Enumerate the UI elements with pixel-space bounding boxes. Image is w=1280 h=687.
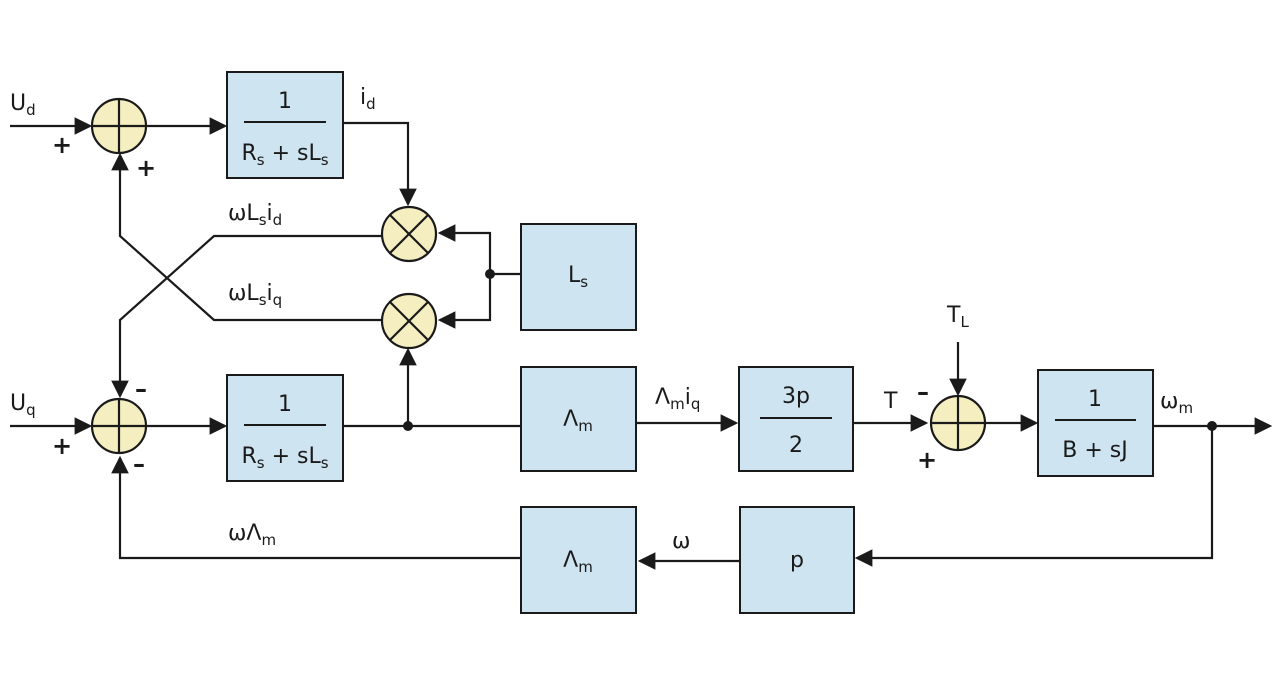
signal-wm-label: ωm: [1160, 389, 1193, 417]
block-d-axis-denominator: Rs + sLs: [241, 141, 328, 169]
wire-ls-to-lower-mult: [437, 274, 492, 329]
circle-times-icon: [380, 292, 438, 350]
block-lambda-m-top: Λm: [520, 366, 637, 472]
block-d-axis: 1 Rs + sLs: [226, 71, 344, 179]
junction-dot-wm: [1207, 421, 1217, 431]
junction-dot-iq: [403, 421, 413, 431]
block-p: p: [739, 506, 855, 614]
sign-sum-d-left: +: [52, 131, 72, 159]
circle-plus-icon: [90, 97, 148, 155]
block-mechanical: 1 B + sJ: [1037, 369, 1154, 477]
wire-wlsiq-cross: [111, 152, 382, 322]
block-q-axis-denominator: Rs + sLs: [241, 444, 328, 472]
input-ud-label: Ud: [10, 91, 36, 119]
block-three-p-numerator: 3p: [782, 384, 810, 409]
block-lambda-m-bottom-label: Λm: [563, 548, 593, 576]
sign-sum-q-top: –: [135, 375, 147, 403]
wire-id-to-mult: [344, 121, 417, 207]
block-mech-denominator: B + sJ: [1062, 438, 1127, 463]
block-three-p-over-2: 3p 2: [738, 366, 854, 472]
block-ls: Ls: [520, 223, 637, 331]
sign-sum-t-left: –: [917, 378, 929, 406]
summing-junction-q: [90, 397, 148, 455]
sign-sum-q-left: +: [52, 432, 72, 460]
sign-sum-q-bottom: –: [133, 450, 145, 478]
block-q-axis-numerator: 1: [278, 392, 292, 417]
signal-torque-label: T: [883, 389, 898, 414]
signal-wlm-label: ωΛm: [228, 521, 276, 549]
wire-backemf: [111, 455, 521, 560]
block-d-axis-numerator: 1: [278, 89, 292, 114]
summing-junction-d: [90, 97, 148, 155]
block-three-p-denominator: 2: [789, 433, 803, 458]
summing-junction-torque: [929, 394, 987, 452]
circle-plus-icon: [90, 397, 148, 455]
block-p-label: p: [790, 548, 804, 573]
signal-wlsiq-label: ωLsiq: [228, 281, 282, 309]
input-uq-label: Uq: [10, 391, 36, 419]
signal-lmiq-label: Λmiq: [655, 385, 700, 413]
junction-dot-ls: [485, 269, 495, 279]
wire-speed-feedback: [854, 426, 1214, 567]
circle-times-icon: [380, 205, 438, 263]
block-ls-label: Ls: [568, 263, 588, 291]
input-tl-label: TL: [946, 303, 969, 331]
wire-ls-to-upper-mult: [437, 224, 492, 274]
sign-sum-d-bottom: +: [136, 154, 156, 182]
block-lambda-m-top-label: Λm: [563, 407, 593, 435]
wire-wlsid-cross: [111, 234, 382, 399]
multiplier-upper: [380, 205, 438, 263]
signal-wlsid-label: ωLsid: [228, 201, 282, 229]
sign-sum-t-bottom: +: [917, 446, 937, 474]
signal-wires: [10, 117, 1273, 570]
signal-w-label: ω: [672, 529, 690, 554]
multiplier-lower: [380, 292, 438, 350]
signal-id-label: id: [360, 85, 376, 113]
block-mech-numerator: 1: [1088, 387, 1102, 412]
block-q-axis: 1 Rs + sLs: [226, 374, 344, 482]
circle-plus-icon: [929, 394, 987, 452]
block-lambda-m-bottom: Λm: [520, 506, 637, 614]
